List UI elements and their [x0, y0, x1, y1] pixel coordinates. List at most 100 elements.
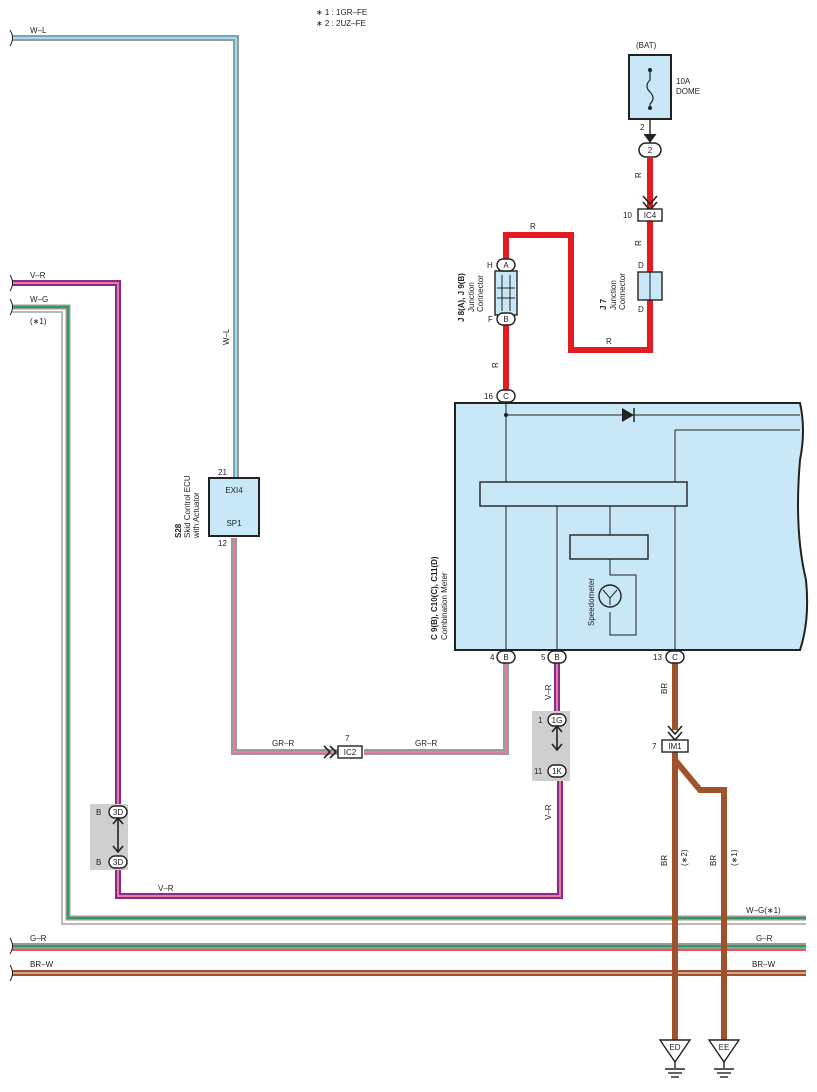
wire-v-r-bottom[interactable]: [115, 778, 563, 899]
connector-3d-bot[interactable]: 3D: [108, 855, 128, 869]
meter-name: Combination Meter: [440, 572, 449, 640]
label-r-top: R: [530, 222, 536, 231]
label-br-ee-note: (∗1): [730, 849, 739, 866]
wire-br[interactable]: [672, 660, 727, 1040]
ic4-pin-label: 10: [623, 211, 632, 220]
c1k-pin-label: 11: [534, 767, 543, 776]
fuse-name-label: DOME: [676, 87, 700, 96]
fuse-dome[interactable]: [628, 54, 672, 143]
label-r-j8: R: [491, 362, 500, 368]
label-br-ed: BR: [660, 855, 669, 866]
connector-meter-5[interactable]: B: [547, 650, 567, 664]
label-v-r-bottom: V–R: [158, 884, 174, 893]
label-v-r-upper: V–R: [544, 684, 553, 700]
ecu-pin-21: 21: [218, 468, 227, 477]
connector-1k[interactable]: 1K: [547, 764, 567, 778]
svg-text:1K: 1K: [552, 767, 562, 776]
speedometer-label: Speedometer: [587, 578, 596, 626]
j7-name1: Junction: [609, 280, 618, 310]
wire-break-mark: [9, 29, 13, 47]
svg-text:IC4: IC4: [644, 211, 657, 220]
im1-pin-label: 7: [652, 742, 657, 751]
c3d-bot-pin: B: [96, 858, 101, 867]
label-r-ic4: R: [634, 240, 643, 246]
label-v-r-left: V–R: [30, 271, 46, 280]
j8-pin-bot: F: [488, 315, 493, 324]
skid-control-ecu[interactable]: [208, 477, 260, 537]
meter-pin-4: 4: [490, 653, 495, 662]
connector-meter-4[interactable]: B: [496, 650, 516, 664]
connector-2[interactable]: 2: [638, 142, 662, 158]
c3d-top-pin: B: [96, 808, 101, 817]
svg-text:B: B: [503, 653, 508, 662]
fuse-bat-label: (BAT): [636, 41, 657, 50]
j8-name2: Connector: [476, 275, 485, 312]
j8-pin-top: H: [487, 261, 493, 270]
label-gr-r-right: GR–R: [415, 739, 437, 748]
combination-meter[interactable]: [454, 402, 809, 651]
connector-j8-a[interactable]: A: [496, 258, 516, 272]
label-w-l-vert: W–L: [222, 328, 231, 345]
svg-text:EE: EE: [719, 1043, 730, 1052]
wire-r[interactable]: [503, 158, 653, 392]
svg-text:IC2: IC2: [344, 748, 357, 757]
label-r-fuse: R: [634, 172, 643, 178]
j8-code: J 8(A), J 9(B): [457, 273, 466, 322]
ground-ed[interactable]: ED: [658, 1039, 692, 1078]
label-w-l-top: W–L: [30, 26, 47, 35]
meter-pin-5: 5: [541, 653, 546, 662]
svg-text:B: B: [503, 315, 508, 324]
svg-text:B: B: [554, 653, 559, 662]
ecu-code: S28: [174, 523, 183, 538]
label-br-w-left: BR–W: [30, 960, 54, 969]
label-br-ee: BR: [709, 855, 718, 866]
j7-pin-bot: D: [638, 305, 644, 314]
svg-text:1G: 1G: [552, 716, 563, 725]
j7-code: J 7: [599, 298, 608, 310]
ecu-name2: with Actuator: [192, 492, 201, 539]
connector-1g[interactable]: 1G: [547, 713, 567, 727]
connector-im1[interactable]: IM1: [661, 739, 689, 753]
speedometer-icon: [598, 584, 622, 608]
connector-3d-top[interactable]: 3D: [108, 805, 128, 819]
fuse-pin-label: 2: [640, 123, 645, 132]
svg-text:C: C: [672, 653, 678, 662]
j7-name2: Connector: [618, 273, 627, 310]
label-g-r-right: G–R: [756, 934, 773, 943]
svg-text:2: 2: [648, 146, 653, 155]
label-br-top: BR: [660, 683, 669, 694]
svg-text:3D: 3D: [113, 808, 123, 817]
c1g-pin-label: 1: [538, 716, 543, 725]
label-w-g-right: W–G(∗1): [746, 906, 781, 915]
wire-w-l[interactable]: [12, 35, 239, 478]
ground-ee[interactable]: EE: [707, 1039, 741, 1078]
label-g-r-left: G–R: [30, 934, 47, 943]
svg-text:3D: 3D: [113, 858, 123, 867]
svg-text:C: C: [503, 392, 509, 401]
label-br-ed-note: (∗2): [680, 849, 689, 866]
junction-connector-j8[interactable]: [494, 270, 518, 316]
meter-code: C 9(B), C10(C), C11(D): [430, 556, 439, 640]
label-star1-left: (∗1): [30, 317, 47, 326]
connector-meter-13[interactable]: C: [665, 650, 685, 664]
label-br-w-right: BR–W: [752, 960, 776, 969]
wire-v-r-left[interactable]: [12, 280, 121, 808]
connector-ic4[interactable]: IC4: [637, 208, 663, 222]
note-2uz: ∗ 2 : 2UZ–FE: [316, 19, 366, 28]
label-v-r-lower: V–R: [544, 804, 553, 820]
wire-g-r[interactable]: [12, 943, 806, 951]
ecu-name1: Skid Control ECU: [183, 475, 192, 538]
connector-meter-16[interactable]: C: [496, 389, 516, 403]
label-gr-r-left: GR–R: [272, 739, 294, 748]
label-r-loop: R: [606, 337, 612, 346]
label-w-g-left: W–G: [30, 295, 48, 304]
junction-connector-j7[interactable]: [637, 271, 663, 301]
connector-j8-b[interactable]: B: [496, 312, 516, 326]
svg-text:IM1: IM1: [668, 742, 682, 751]
note-1gr: ∗ 1 : 1GR–FE: [316, 8, 367, 17]
wire-w-g[interactable]: [12, 304, 806, 925]
wire-gr-r[interactable]: [231, 538, 509, 755]
connector-ic2[interactable]: IC2: [337, 745, 363, 759]
ecu-pin-sp1: SP1: [226, 519, 242, 528]
